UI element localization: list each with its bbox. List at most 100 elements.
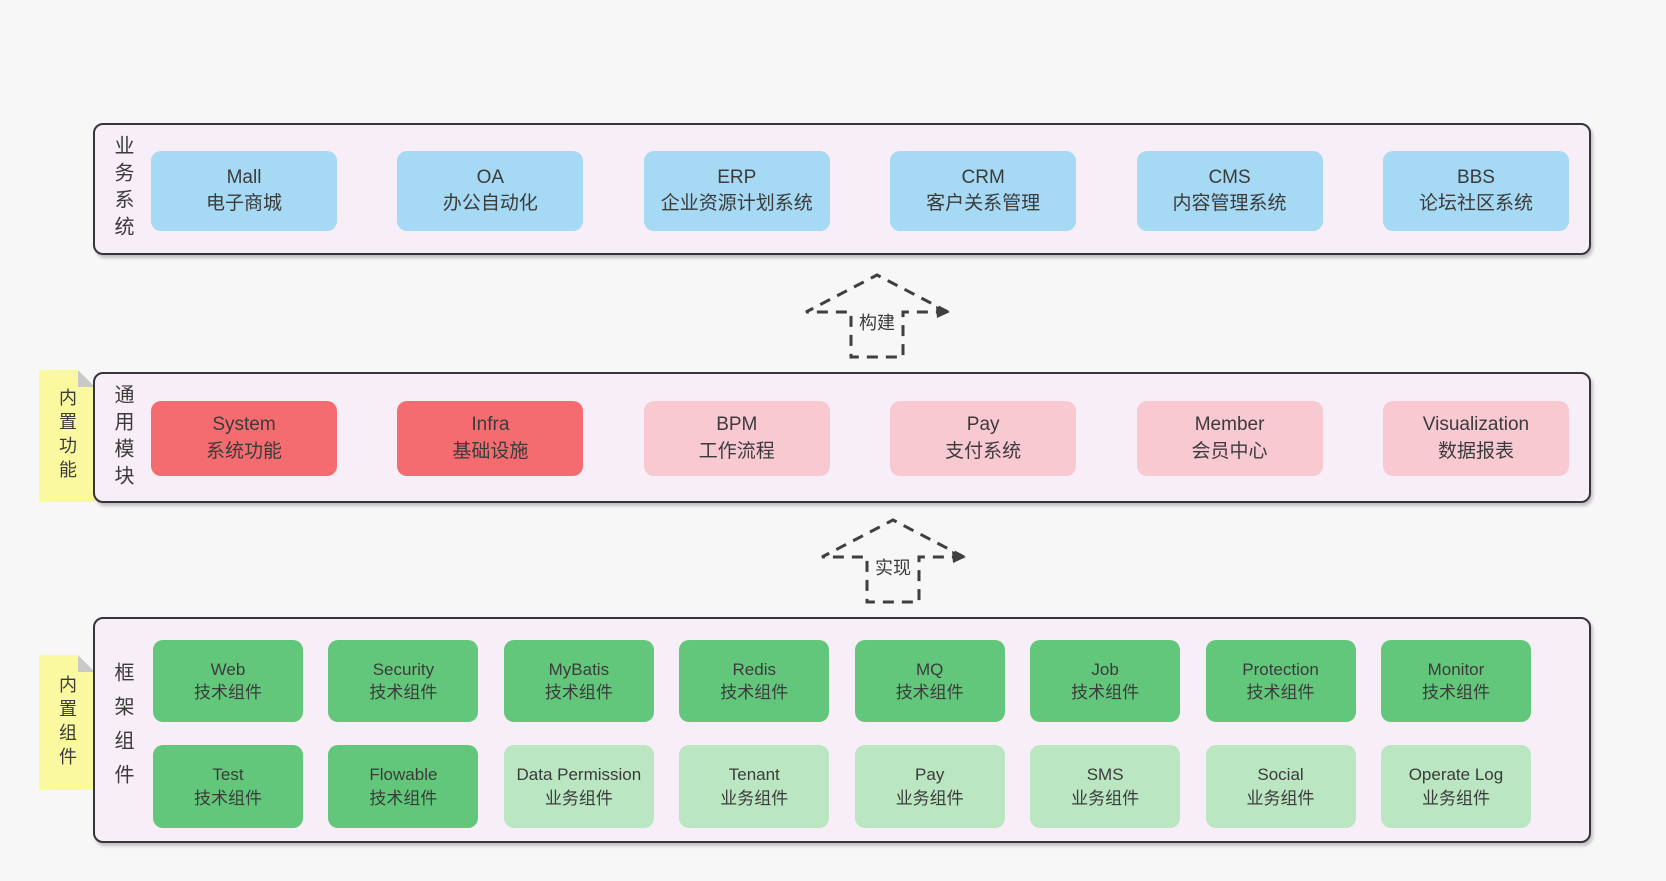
band-framework-components: 框架组件 Web 技术组件 Security 技术组件 MyBatis 技术组件… (93, 617, 1591, 843)
box-bpm: BPM 工作流程 (643, 401, 830, 476)
box-erp: ERP 企业资源计划系统 (643, 151, 830, 231)
business-systems-row: Mall 电子商城 OA 办公自动化 ERP 企业资源计划系统 CRM 客户关系… (151, 151, 1569, 231)
module-subtitle: 业务组件 (1246, 788, 1315, 808)
box-member: Member 会员中心 (1136, 401, 1323, 476)
box-mybatis: MyBatis 技术组件 (503, 640, 654, 722)
box-flowable: Flowable 技术组件 (328, 745, 479, 828)
module-subtitle: 支付系统 (945, 440, 1022, 462)
module-name: Member (1194, 414, 1265, 436)
arrow-build-label: 构建 (856, 309, 898, 335)
box-infra: Infra 基础设施 (397, 401, 584, 476)
module-name: Pay (915, 765, 945, 785)
module-subtitle: 论坛社区系统 (1418, 193, 1533, 214)
arrow-implement: 实现 (820, 517, 966, 604)
sticky-note-builtin-components: 内置组件 (39, 655, 95, 790)
module-name: CMS (1208, 166, 1251, 188)
box-mq: MQ 技术组件 (854, 640, 1005, 722)
band-business-systems: 业务系统 Mall 电子商城 OA 办公自动化 ERP 企业资源计划系统 CRM… (93, 123, 1591, 255)
module-name: Redis (732, 659, 776, 679)
module-name: BPM (716, 414, 758, 436)
common-modules-row: System 系统功能 Infra 基础设施 BPM 工作流程 Pay 支付系统… (151, 401, 1569, 476)
module-subtitle: 技术组件 (1071, 683, 1140, 702)
module-name: Infra (471, 414, 510, 436)
box-data-permission: Data Permission 业务组件 (503, 745, 654, 828)
module-subtitle: 技术组件 (369, 788, 438, 808)
box-pay: Pay 支付系统 (890, 401, 1077, 476)
module-name: CRM (961, 166, 1005, 188)
band-label-business-systems: 业务系统 (111, 135, 133, 243)
module-name: BBS (1456, 166, 1495, 188)
module-subtitle: 业务组件 (895, 788, 964, 808)
module-name: SMS (1086, 765, 1124, 785)
module-name: Operate Log (1408, 765, 1504, 785)
module-name: System (212, 414, 276, 436)
box-social: Social 业务组件 (1205, 745, 1356, 828)
module-name: MyBatis (548, 659, 610, 679)
box-job: Job 技术组件 (1030, 640, 1181, 722)
band-label-framework-components: 框架组件 (111, 662, 133, 798)
module-subtitle: 技术组件 (895, 683, 964, 702)
box-visualization: Visualization 数据报表 (1382, 401, 1569, 476)
box-sms: SMS 业务组件 (1030, 745, 1181, 828)
module-subtitle: 技术组件 (720, 683, 789, 702)
up-arrow-icon (805, 273, 950, 359)
module-subtitle: 办公自动化 (442, 193, 538, 214)
box-mall: Mall 电子商城 (151, 151, 337, 231)
box-redis: Redis 技术组件 (679, 640, 830, 722)
module-subtitle: 技术组件 (194, 683, 262, 702)
module-subtitle: 内容管理系统 (1172, 193, 1287, 214)
box-tenant: Tenant 业务组件 (679, 745, 830, 828)
sticky-note-text: 内置功能 (57, 388, 77, 484)
module-name: Visualization (1422, 414, 1530, 436)
framework-components-row-2: Test 技术组件 Flowable 技术组件 Data Permission … (153, 745, 1531, 828)
sticky-note-builtin-features: 内置功能 (39, 370, 95, 502)
module-subtitle: 客户关系管理 (926, 193, 1041, 214)
module-name: Pay (966, 414, 1000, 436)
box-test: Test 技术组件 (153, 745, 303, 828)
box-protection: Protection 技术组件 (1205, 640, 1356, 722)
up-arrow-icon (821, 518, 966, 604)
box-bbs: BBS 论坛社区系统 (1382, 151, 1569, 231)
module-name: Monitor (1427, 659, 1485, 679)
box-monitor: Monitor 技术组件 (1380, 640, 1531, 722)
module-subtitle: 电子商城 (205, 193, 282, 214)
module-subtitle: 会员中心 (1191, 440, 1268, 462)
box-cms: CMS 内容管理系统 (1136, 151, 1323, 231)
sticky-note-text: 内置组件 (57, 674, 77, 771)
module-name: ERP (717, 166, 757, 188)
module-name: OA (476, 166, 505, 188)
module-name: Test (212, 765, 244, 785)
arrow-implement-label: 实现 (872, 554, 914, 580)
module-name: Tenant (728, 765, 780, 785)
module-subtitle: 技术组件 (194, 788, 262, 808)
module-subtitle: 业务组件 (1071, 788, 1140, 808)
module-subtitle: 业务组件 (544, 788, 613, 808)
module-subtitle: 技术组件 (1421, 683, 1490, 702)
module-subtitle: 技术组件 (369, 683, 438, 702)
module-subtitle: 数据报表 (1437, 440, 1514, 462)
band-label-common-modules: 通用模块 (111, 383, 133, 492)
box-pay-component: Pay 业务组件 (854, 745, 1005, 828)
module-subtitle: 系统功能 (205, 440, 282, 462)
module-subtitle: 技术组件 (1246, 683, 1315, 702)
module-subtitle: 企业资源计划系统 (660, 193, 813, 214)
module-subtitle: 工作流程 (698, 440, 775, 462)
module-name: Job (1091, 659, 1119, 679)
module-subtitle: 业务组件 (1421, 788, 1490, 808)
module-name: Flowable (369, 765, 438, 785)
module-subtitle: 业务组件 (720, 788, 789, 808)
module-subtitle: 技术组件 (544, 683, 613, 702)
module-name: Social (1257, 765, 1304, 785)
arrow-build: 构建 (804, 272, 950, 359)
box-crm: CRM 客户关系管理 (890, 151, 1077, 231)
box-operate-log: Operate Log 业务组件 (1380, 745, 1531, 828)
module-name: Data Permission (516, 765, 642, 785)
box-security: Security 技术组件 (328, 640, 479, 722)
module-name: Security (372, 659, 435, 679)
band-common-modules: 通用模块 System 系统功能 Infra 基础设施 BPM 工作流程 Pay… (93, 372, 1591, 503)
module-name: MQ (915, 659, 944, 679)
framework-components-row-1: Web 技术组件 Security 技术组件 MyBatis 技术组件 Redi… (153, 640, 1531, 722)
module-name: Mall (226, 166, 262, 188)
box-oa: OA 办公自动化 (397, 151, 584, 231)
box-system: System 系统功能 (151, 401, 337, 476)
